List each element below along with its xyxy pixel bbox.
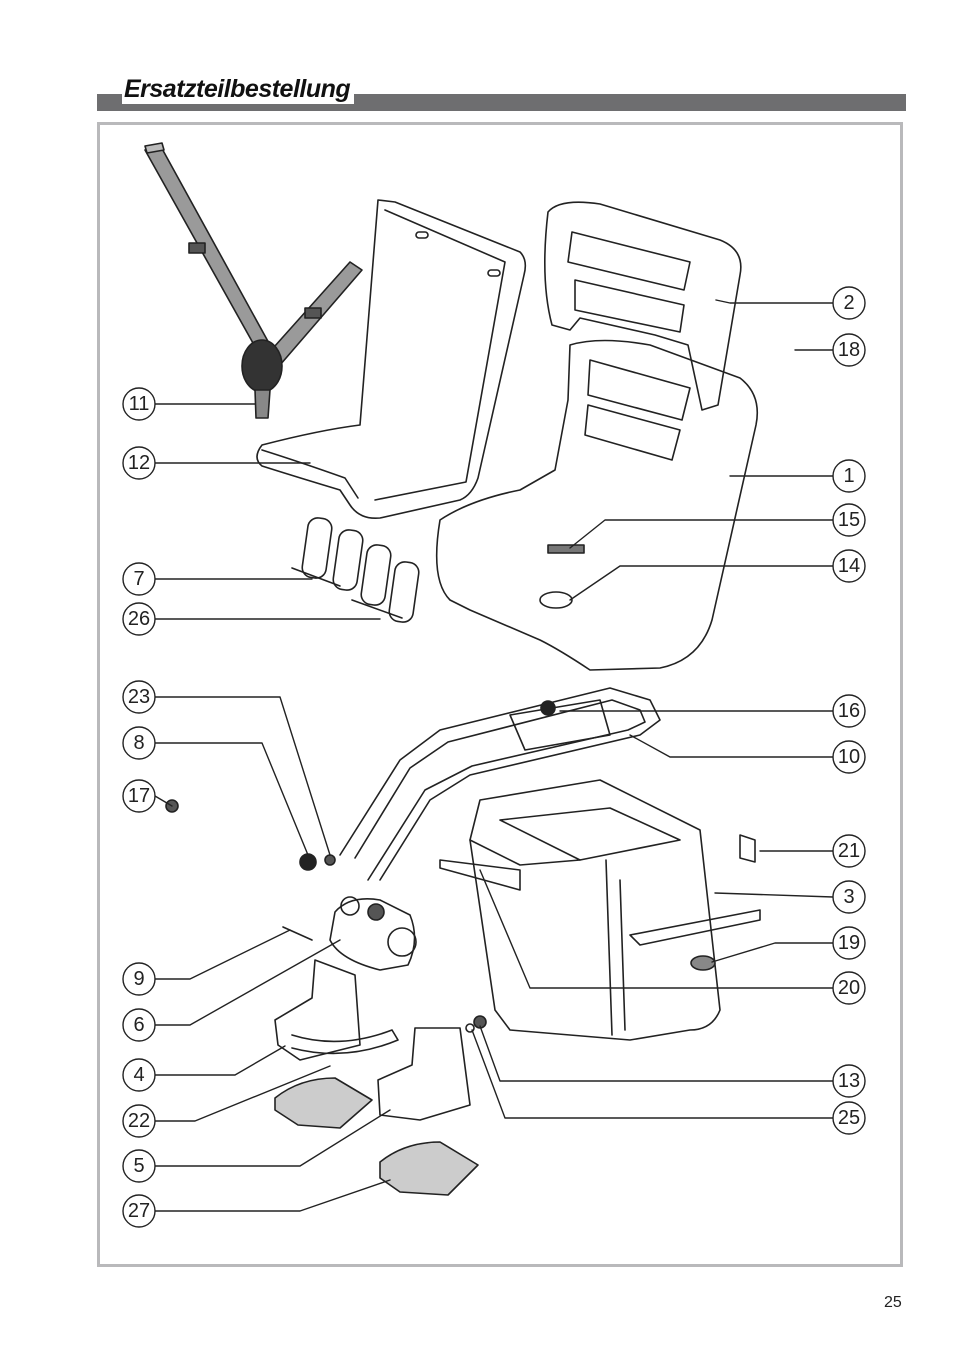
- svg-text:1: 1: [843, 465, 854, 487]
- foot-shell-illustration: [274, 959, 471, 1121]
- svg-text:21: 21: [838, 840, 860, 862]
- callout-14: 14: [832, 549, 866, 583]
- callout-26: 26: [122, 602, 156, 636]
- svg-text:20: 20: [838, 977, 860, 999]
- callout-9: 9: [122, 962, 156, 996]
- svg-text:17: 17: [128, 785, 150, 807]
- callout-4: 4: [122, 1058, 156, 1092]
- svg-text:10: 10: [838, 746, 860, 768]
- svg-text:9: 9: [133, 968, 144, 990]
- svg-text:12: 12: [128, 452, 150, 474]
- harness-illustration: [144, 142, 363, 419]
- svg-text:19: 19: [838, 932, 860, 954]
- svg-text:22: 22: [128, 1110, 150, 1132]
- carrier-adapter-illustration: [439, 779, 761, 1041]
- callout-15: 15: [832, 503, 866, 537]
- callout-13: 13: [832, 1064, 866, 1098]
- svg-text:4: 4: [133, 1064, 144, 1086]
- svg-text:14: 14: [838, 555, 860, 577]
- callout-7: 7: [122, 562, 156, 596]
- svg-text:6: 6: [133, 1014, 144, 1036]
- svg-text:5: 5: [133, 1155, 144, 1177]
- svg-text:26: 26: [128, 608, 150, 630]
- knob-illustration: [299, 853, 317, 871]
- svg-text:27: 27: [128, 1200, 150, 1222]
- callout-10: 10: [832, 740, 866, 774]
- page-number: 25: [884, 1294, 902, 1311]
- callout-25: 25: [832, 1101, 866, 1135]
- svg-text:16: 16: [838, 700, 860, 722]
- svg-text:3: 3: [843, 886, 854, 908]
- callout-6: 6: [122, 1008, 156, 1042]
- callout-21: 21: [832, 834, 866, 868]
- callouts-left: 11 12 7 26 23 8 17 9 6 4 22 5 27: [122, 387, 156, 1228]
- svg-text:7: 7: [133, 568, 144, 590]
- svg-text:23: 23: [128, 686, 150, 708]
- callout-20: 20: [832, 971, 866, 1005]
- callout-27: 27: [122, 1194, 156, 1228]
- seat-cushion-illustration: [256, 199, 527, 520]
- callout-16: 16: [832, 694, 866, 728]
- svg-text:18: 18: [838, 339, 860, 361]
- diagram-frame: [97, 122, 903, 1267]
- svg-text:11: 11: [129, 393, 150, 415]
- callout-12: 12: [122, 446, 156, 480]
- callout-19: 19: [832, 926, 866, 960]
- callout-3: 3: [832, 880, 866, 914]
- svg-text:8: 8: [133, 732, 144, 754]
- lock-illustration: [282, 896, 417, 971]
- padding-rolls-illustration: [291, 517, 420, 623]
- svg-text:2: 2: [843, 292, 854, 314]
- callout-8: 8: [122, 726, 156, 760]
- callout-22: 22: [122, 1104, 156, 1138]
- mounting-tube-illustration: [339, 687, 661, 881]
- svg-text:13: 13: [838, 1070, 860, 1092]
- svg-text:25: 25: [838, 1107, 860, 1129]
- backrest-illustration: [544, 201, 742, 411]
- page-title: Ersatzteilbestellung: [122, 74, 355, 104]
- callout-18: 18: [832, 333, 866, 367]
- seat-shell-illustration: [435, 339, 759, 671]
- callout-11: 11: [122, 387, 156, 421]
- callouts-right: 2 18 1 15 14 16 10 21 3 19 20 13 25: [832, 286, 866, 1135]
- callout-17: 17: [122, 779, 156, 813]
- callout-23: 23: [122, 680, 156, 714]
- callout-1: 1: [832, 459, 866, 493]
- svg-text:15: 15: [838, 509, 860, 531]
- callout-5: 5: [122, 1149, 156, 1183]
- callout-2: 2: [832, 286, 866, 320]
- footplate-illustration: [274, 1077, 479, 1196]
